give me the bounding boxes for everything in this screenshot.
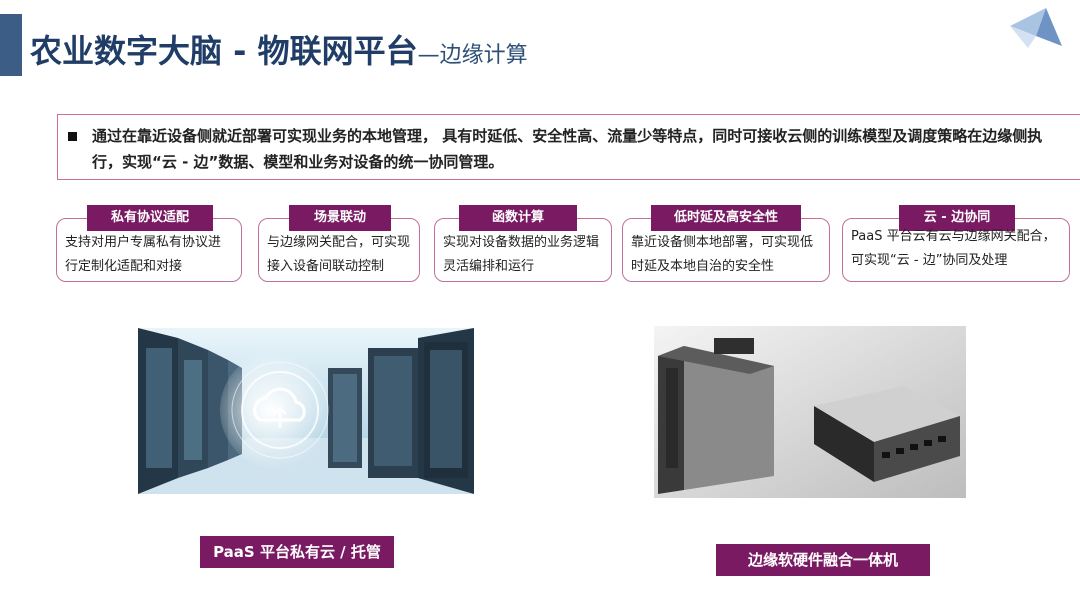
feature-card-tag: 场景联动 xyxy=(289,205,391,231)
page-title-main: 农业数字大脑 - 物联网平台 xyxy=(30,32,418,70)
edge-device-image xyxy=(654,326,966,498)
intro-text: 通过在靠近设备侧就近部署可实现业务的本地管理， 具有时延低、安全性高、流量少等特… xyxy=(92,127,1043,171)
datacenter-caption: PaaS 平台私有云 / 托管 xyxy=(200,536,394,568)
feature-card-tag: 云 - 边协同 xyxy=(899,205,1015,231)
feature-card-text: PaaS 平台云有云与边缘网关配合，可实现“云 - 边”协同及处理 xyxy=(851,229,1056,268)
feature-card-low-latency: 低时延及高安全性 靠近设备侧本地部署，可实现低时延及本地自治的安全性 xyxy=(622,205,830,282)
edge-device-caption: 边缘软硬件融合一体机 xyxy=(716,544,930,576)
feature-card-scene-linkage: 场景联动 与边缘网关配合，可实现接入设备间联动控制 xyxy=(258,205,420,282)
datacenter-image xyxy=(138,328,474,494)
title-accent-bar xyxy=(0,14,22,76)
feature-card-function-compute: 函数计算 实现对设备数据的业务逻辑灵活编排和运行 xyxy=(434,205,612,282)
page-title: 农业数字大脑 - 物联网平台—边缘计算 xyxy=(30,26,528,72)
feature-card-private-protocol: 私有协议适配 支持对用户专属私有协议进行定制化适配和对接 xyxy=(56,205,242,282)
bullet-square-icon xyxy=(68,132,77,141)
feature-card-text: 支持对用户专属私有协议进行定制化适配和对接 xyxy=(65,235,222,274)
feature-card-text: 靠近设备侧本地部署，可实现低时延及本地自治的安全性 xyxy=(631,235,814,274)
feature-card-tag: 函数计算 xyxy=(459,205,577,231)
page-title-sub: —边缘计算 xyxy=(417,43,528,68)
feature-card-text: 实现对设备数据的业务逻辑灵活编排和运行 xyxy=(443,235,600,274)
feature-card-cloud-edge: 云 - 边协同 PaaS 平台云有云与边缘网关配合，可实现“云 - 边”协同及处… xyxy=(842,205,1070,282)
feature-card-text: 与边缘网关配合，可实现接入设备间联动控制 xyxy=(267,235,411,274)
intro-box: 通过在靠近设备侧就近部署可实现业务的本地管理， 具有时延低、安全性高、流量少等特… xyxy=(57,114,1080,180)
feature-card-tag: 私有协议适配 xyxy=(87,205,213,231)
feature-card-tag: 低时延及高安全性 xyxy=(651,205,801,231)
decorative-logo-icon xyxy=(1010,8,1062,48)
